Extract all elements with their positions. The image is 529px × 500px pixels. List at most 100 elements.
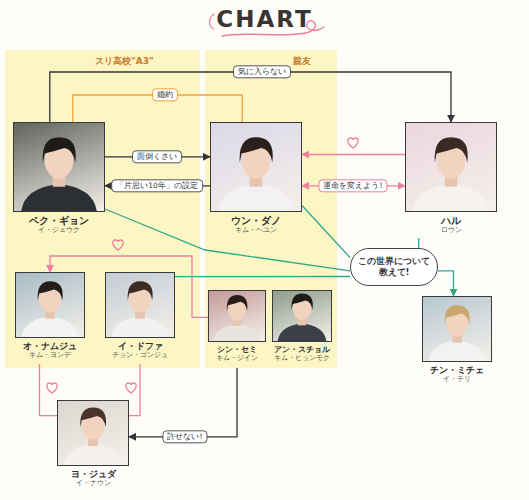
chart-title: CHART	[0, 6, 529, 34]
heart-symbol	[126, 383, 136, 393]
portrait-photo	[57, 400, 129, 466]
portrait-silhouette	[273, 291, 331, 341]
portrait-neck	[250, 173, 263, 187]
relation-line	[105, 156, 210, 157]
character-card: アン・スチョルキム・ヒョンモク	[272, 290, 332, 368]
group-heading: 親友	[293, 56, 311, 67]
character-name: ペク・ギョン	[13, 215, 105, 227]
portrait-shoulders	[213, 324, 260, 341]
portrait-hair	[38, 281, 63, 300]
character-card: ペク・ギョンイ・ジェウク	[13, 122, 105, 238]
character-name: ハル	[405, 215, 497, 227]
character-name: オ・ナムジュ	[15, 341, 85, 352]
portrait-face	[39, 285, 61, 312]
portrait-hair	[128, 281, 153, 300]
portrait-face	[293, 297, 312, 320]
actor-name: キム・ヘユン	[210, 227, 302, 235]
portrait-face	[129, 285, 151, 312]
character-name: ヨ・ジュダ	[57, 469, 129, 480]
group-band: 親友ウン・ダノキム・ヘユンシン・セミキム・ジインアン・スチョルキム・ヒョンモク	[205, 50, 337, 368]
group-heading: スリ高校"A3"	[95, 56, 154, 67]
relation-label: 気に入らない	[233, 65, 291, 78]
portrait-face	[228, 298, 246, 320]
relation-line	[40, 364, 58, 416]
portrait-face	[82, 412, 104, 440]
actor-name: イ・ナウン	[57, 480, 129, 488]
actor-name: キム・ヨンデ	[15, 352, 85, 360]
character-card: ヨ・ジュダイ・ナウン	[57, 400, 129, 492]
title-scribble	[210, 14, 215, 29]
portrait-face	[242, 143, 271, 179]
portrait-silhouette	[106, 273, 174, 337]
relation-line	[438, 271, 454, 296]
heart-symbol	[47, 383, 57, 393]
portrait-silhouette	[14, 123, 104, 211]
actor-name: キム・ヒョンモク	[272, 355, 332, 363]
relation-line	[302, 154, 405, 155]
portrait-silhouette	[209, 291, 265, 341]
relation-line	[129, 368, 237, 437]
relation-line	[50, 256, 208, 317]
relation-line	[129, 364, 140, 416]
portrait-photo	[405, 122, 497, 212]
portrait-face	[45, 143, 74, 179]
portrait-silhouette	[406, 123, 496, 211]
actor-name: キム・ジイン	[208, 355, 266, 363]
portrait-silhouette	[58, 401, 128, 465]
portrait-silhouette	[211, 123, 301, 211]
portrait-neck	[45, 308, 55, 318]
relation-line	[105, 209, 350, 271]
portrait-shoulders	[64, 444, 123, 465]
relation-line	[418, 238, 419, 248]
character-name: チン・ミチェ	[422, 365, 492, 376]
character-card: オ・ナムジュキム・ヨンデ	[15, 272, 85, 364]
actor-name: イ・ジェウク	[13, 227, 105, 235]
character-card: ウン・ダノキム・ヘユン	[210, 122, 302, 238]
portrait-hair	[80, 408, 106, 428]
portrait-photo	[105, 272, 175, 338]
relation-label: 婚約	[152, 88, 178, 101]
portrait-shoulders	[21, 317, 78, 337]
character-name: イ・ドファ	[105, 341, 175, 352]
portrait-shoulders	[218, 184, 294, 211]
character-name: ウン・ダノ	[210, 215, 302, 227]
character-name: シン・セミ	[208, 345, 266, 355]
bubble-text: この世界について 教えて!	[351, 256, 437, 277]
portrait-photo	[272, 290, 332, 342]
portrait-neck	[298, 317, 306, 326]
portrait-shoulders	[111, 317, 168, 337]
portrait-hair	[291, 293, 312, 309]
portrait-neck	[445, 173, 458, 187]
relation-label: 運命を変えよう!	[318, 179, 387, 192]
character-card: チン・ミチェイ・テリ	[422, 296, 492, 388]
relation-label: 面倒くさい	[132, 150, 182, 163]
portrait-neck	[53, 173, 66, 187]
character-card: シン・セミキム・ジイン	[208, 290, 266, 368]
portrait-face	[437, 143, 466, 179]
portrait-photo	[208, 290, 266, 342]
title-scribble	[222, 21, 324, 36]
relation-line	[302, 206, 350, 258]
actor-name: イ・テリ	[422, 376, 492, 384]
portrait-neck	[135, 308, 145, 318]
portrait-photo	[15, 272, 85, 338]
relation-line	[105, 185, 210, 186]
portrait-silhouette	[16, 273, 84, 337]
portrait-shoulders	[413, 184, 489, 211]
character-name: アン・スチョル	[272, 345, 332, 355]
heart-symbol	[348, 138, 358, 148]
relation-line	[302, 185, 405, 186]
portrait-hair	[227, 295, 248, 311]
actor-name: ロウン	[405, 227, 497, 235]
portrait-silhouette	[423, 297, 491, 361]
portrait-hair	[435, 137, 468, 162]
heart-symbol	[113, 240, 123, 250]
actor-name: チョン・ゴンジュ	[105, 352, 175, 360]
relation-line	[50, 72, 451, 122]
character-card: イ・ドファチョン・ゴンジュ	[105, 272, 175, 364]
portrait-shoulders	[21, 184, 97, 211]
portrait-face	[446, 309, 468, 336]
